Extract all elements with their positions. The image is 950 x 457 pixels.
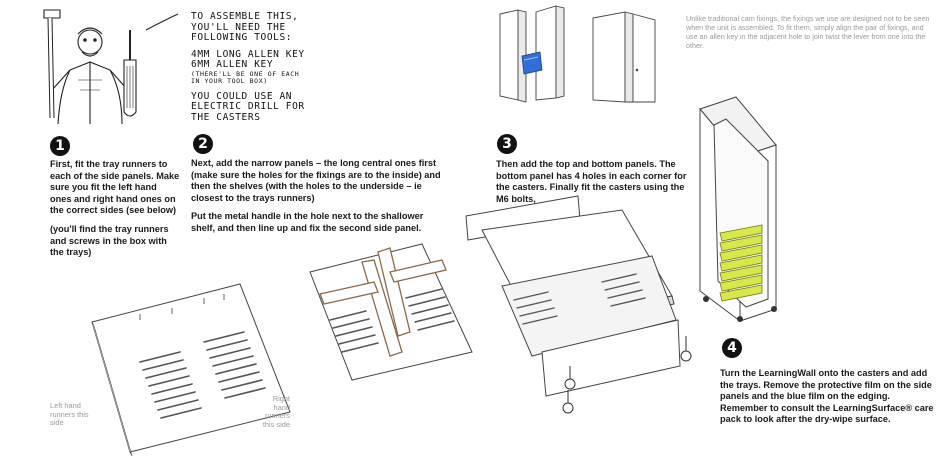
tools-list: TO ASSEMBLE THIS, YOU'LL NEED THE FOLLOW… [191,11,311,129]
tool-item-4mm: 4MM LONG ALLEN KEY [191,48,305,60]
fixings-note: Unlike traditional cam fixings, the fixi… [686,14,930,50]
step-2-text: Next, add the narrow panels – the long c… [191,158,449,242]
step-2-number: 2 [193,134,213,154]
step-4-paragraph: Turn the LearningWall onto the casters a… [720,368,934,425]
step-4-text: Turn the LearningWall onto the casters a… [720,368,935,433]
step-1-text: First, fit the tray runners to each of t… [50,159,180,266]
step-3-number: 3 [497,134,517,154]
side-panel-illustration [91,283,291,457]
step-3-paragraph: Then add the top and bottom panels. The … [496,159,687,204]
step-2-paragraph: Next, add the narrow panels – the long c… [191,158,441,203]
step-1-paragraph: First, fit the tray runners to each of t… [50,159,180,216]
tool-item-6mm: 6MM ALLEN KEY [191,59,274,70]
handyman-illustration [43,9,179,125]
finished-cabinet-illustration [699,96,777,322]
step-4-number: 4 [722,338,742,358]
step-1-paragraph: (you'll find the tray runners and screws… [50,223,169,258]
step-1-number: 1 [50,136,70,156]
tool-box-note: (THERE'LL BE ONE OF EACH IN YOUR TOOL BO… [191,69,300,85]
tools-heading: TO ASSEMBLE THIS, YOU'LL NEED THE FOLLOW… [191,11,299,43]
exploded-assembly-illustration [465,195,692,414]
frame-assembly-illustration [309,243,473,381]
left-runners-label: Left hand runners this side [50,401,89,428]
right-runners-label: Right hand runners this side [262,394,290,429]
step-3-text: Then add the top and bottom panels. The … [496,159,692,212]
fixing-joined-illustration [592,11,656,103]
step-2-paragraph: Put the metal handle in the hole next to… [191,211,424,233]
fixing-detail-illustration [499,5,565,103]
drill-note: YOU COULD USE AN ELECTRIC DRILL FOR THE … [191,90,305,123]
